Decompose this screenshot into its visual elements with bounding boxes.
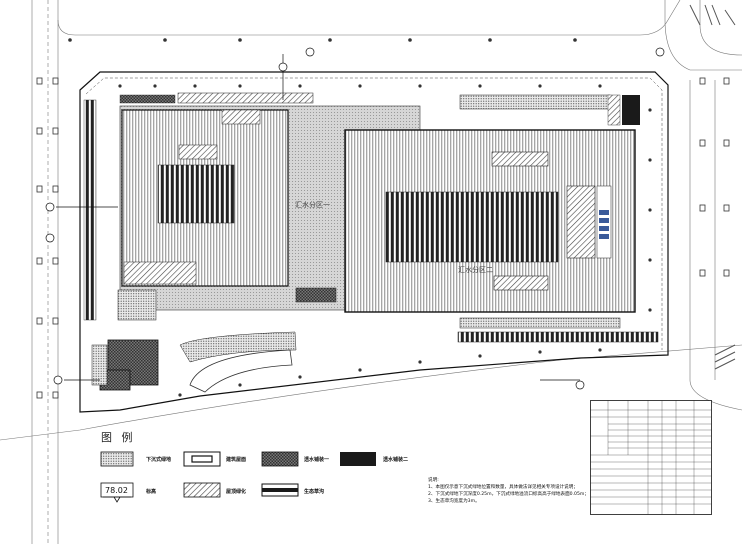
section-markers [45, 47, 665, 390]
notes-line-1: 1、本图仅示意下沉式绿地位置和数量，具体做法详见相关专项设计说明； [428, 483, 578, 490]
legend-label-permeable-2: 透水铺装二 [383, 456, 408, 463]
legend-label-elevation: 标高 [145, 488, 156, 495]
zone-1-label: 汇水分区一 [295, 200, 330, 209]
legend-title: 图 例 [101, 430, 136, 444]
legend-elevation-value: 78.02 [105, 486, 128, 495]
top-right-black-block [622, 95, 640, 125]
legend: 图 例 下沉式绿地 建筑屋面 透水铺装一 透水铺装二 78.02 标高 屋顶绿化… [100, 430, 408, 503]
legend-label-permeable-1: 透水铺装一 [304, 456, 329, 463]
notes-line-2: 2、下沉式绿地下沉深度0.25m，下沉式绿地溢流口标高高于绿地表面0.05m； [428, 490, 589, 497]
roadside-markers [36, 77, 730, 399]
top-strip-left [177, 92, 314, 104]
legend-label-sunken-green: 下沉式绿地 [146, 456, 171, 463]
legend-label-building-roof: 建筑屋面 [225, 456, 246, 463]
legend-label-eco-ditch: 生态草沟 [304, 488, 324, 495]
legend-swatch-sunken-green [100, 451, 134, 467]
legend-swatch-permeable-2 [340, 452, 376, 466]
legend-swatch-roof-green [183, 482, 221, 498]
top-strip-right [459, 94, 611, 110]
tree-symbols [68, 38, 652, 397]
crosswalk-marks [689, 4, 736, 370]
legend-swatch-permeable-1 [261, 451, 299, 467]
calculation-table [590, 400, 712, 515]
notes-line-3: 3、生态草沟宽度为3m。 [428, 497, 480, 504]
notes-title: 说明: [428, 476, 439, 483]
legend-label-roof-green: 屋顶绿化 [226, 488, 246, 495]
zone-2-label: 汇水分区二 [458, 265, 493, 274]
notes: 说明: 1、本图仅示意下沉式绿地位置和数量，具体做法详见相关专项设计说明； 2、… [428, 476, 589, 504]
site-boundary [79, 71, 669, 413]
